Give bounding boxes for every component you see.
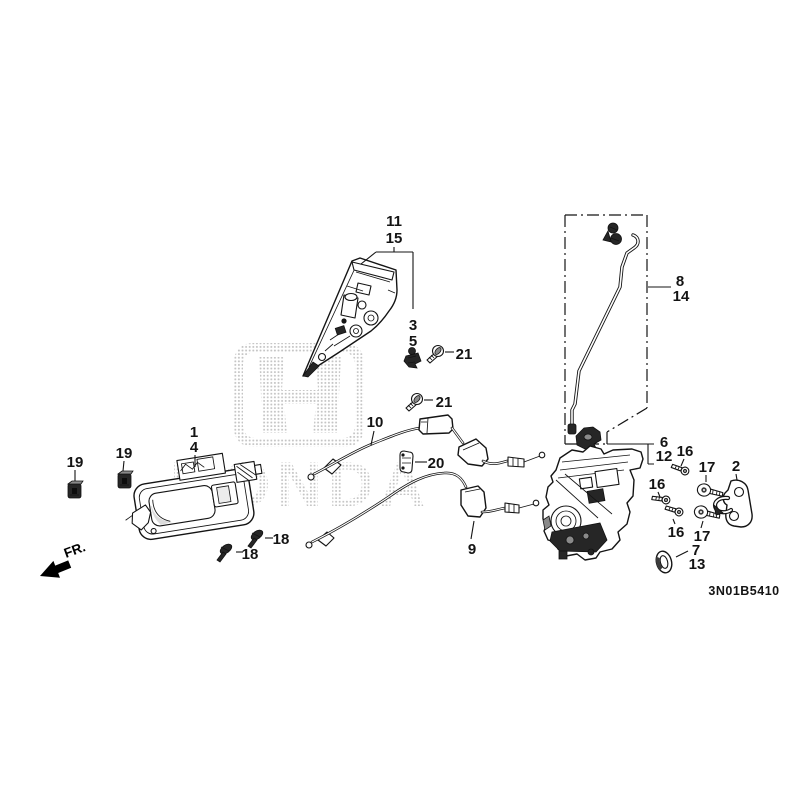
diagram-code: 3N01B5410 bbox=[708, 584, 779, 598]
callout-18-lower[interactable]: 18 bbox=[242, 546, 259, 563]
callout-21-mid[interactable]: 21 bbox=[436, 394, 453, 411]
bell-crank-part bbox=[575, 426, 602, 450]
screw-lower-part bbox=[216, 543, 233, 563]
callout-15[interactable]: 15 bbox=[386, 230, 403, 247]
leader-lines bbox=[74, 247, 738, 558]
callout-19-left[interactable]: 19 bbox=[67, 454, 84, 471]
callout-14[interactable]: 14 bbox=[673, 288, 690, 305]
callout-19-right[interactable]: 19 bbox=[116, 445, 133, 462]
honda-h-logo bbox=[259, 357, 341, 433]
bolt-21-lower-part bbox=[405, 392, 424, 412]
bolt-16-top-part bbox=[670, 463, 690, 476]
screw-upper-part bbox=[247, 529, 264, 549]
lock-rod-part bbox=[567, 222, 640, 435]
callout-18-upper[interactable]: 18 bbox=[273, 531, 290, 548]
cable-upper-part bbox=[307, 414, 546, 481]
callout-9[interactable]: 9 bbox=[468, 541, 476, 558]
bolt-16-bottom-part bbox=[664, 505, 684, 517]
callout-5[interactable]: 5 bbox=[409, 333, 417, 350]
cable-clip-part bbox=[399, 450, 414, 474]
callout-20[interactable]: 20 bbox=[428, 455, 445, 472]
callout-11[interactable]: 11 bbox=[386, 213, 402, 230]
bolt-16-mid-part bbox=[651, 495, 671, 505]
callout-labels: 11 15 3 5 21 21 10 20 9 1 4 19 19 18 18 … bbox=[67, 213, 741, 573]
callout-8[interactable]: 8 bbox=[676, 273, 684, 290]
clip-5-part bbox=[403, 347, 422, 369]
clip-right-part bbox=[116, 470, 134, 489]
inner-handle-part bbox=[125, 452, 263, 541]
callout-3[interactable]: 3 bbox=[409, 317, 417, 334]
callout-17-top[interactable]: 17 bbox=[699, 459, 716, 476]
callout-21-top[interactable]: 21 bbox=[456, 346, 473, 363]
striker-part bbox=[712, 479, 753, 528]
callout-16-bottom[interactable]: 16 bbox=[668, 524, 685, 541]
callout-16-mid[interactable]: 16 bbox=[649, 476, 666, 493]
callout-17-bottom[interactable]: 17 bbox=[694, 528, 711, 545]
bolt-21-upper-part bbox=[426, 344, 445, 364]
callout-4[interactable]: 4 bbox=[190, 439, 199, 456]
chain-boundary-box bbox=[564, 214, 648, 445]
outer-handle-base-part bbox=[302, 257, 398, 378]
callout-1[interactable]: 1 bbox=[190, 424, 198, 441]
fr-direction-arrow: FR. bbox=[40, 539, 88, 578]
cable-lower-part bbox=[305, 471, 540, 549]
washer-17-top-part bbox=[696, 483, 724, 497]
callout-16-top[interactable]: 16 bbox=[677, 443, 694, 460]
grommet-part bbox=[655, 550, 673, 574]
fr-arrow-icon bbox=[40, 560, 72, 578]
callout-2[interactable]: 2 bbox=[732, 458, 740, 475]
callout-13[interactable]: 13 bbox=[689, 556, 706, 573]
callout-10[interactable]: 10 bbox=[367, 414, 384, 431]
fr-label: FR. bbox=[62, 539, 88, 561]
callout-6[interactable]: 6 bbox=[660, 434, 668, 451]
clip-left-part bbox=[66, 480, 84, 499]
callout-7[interactable]: 7 bbox=[692, 542, 700, 559]
latch-assembly-part bbox=[542, 445, 644, 561]
callout-12[interactable]: 12 bbox=[656, 448, 673, 465]
